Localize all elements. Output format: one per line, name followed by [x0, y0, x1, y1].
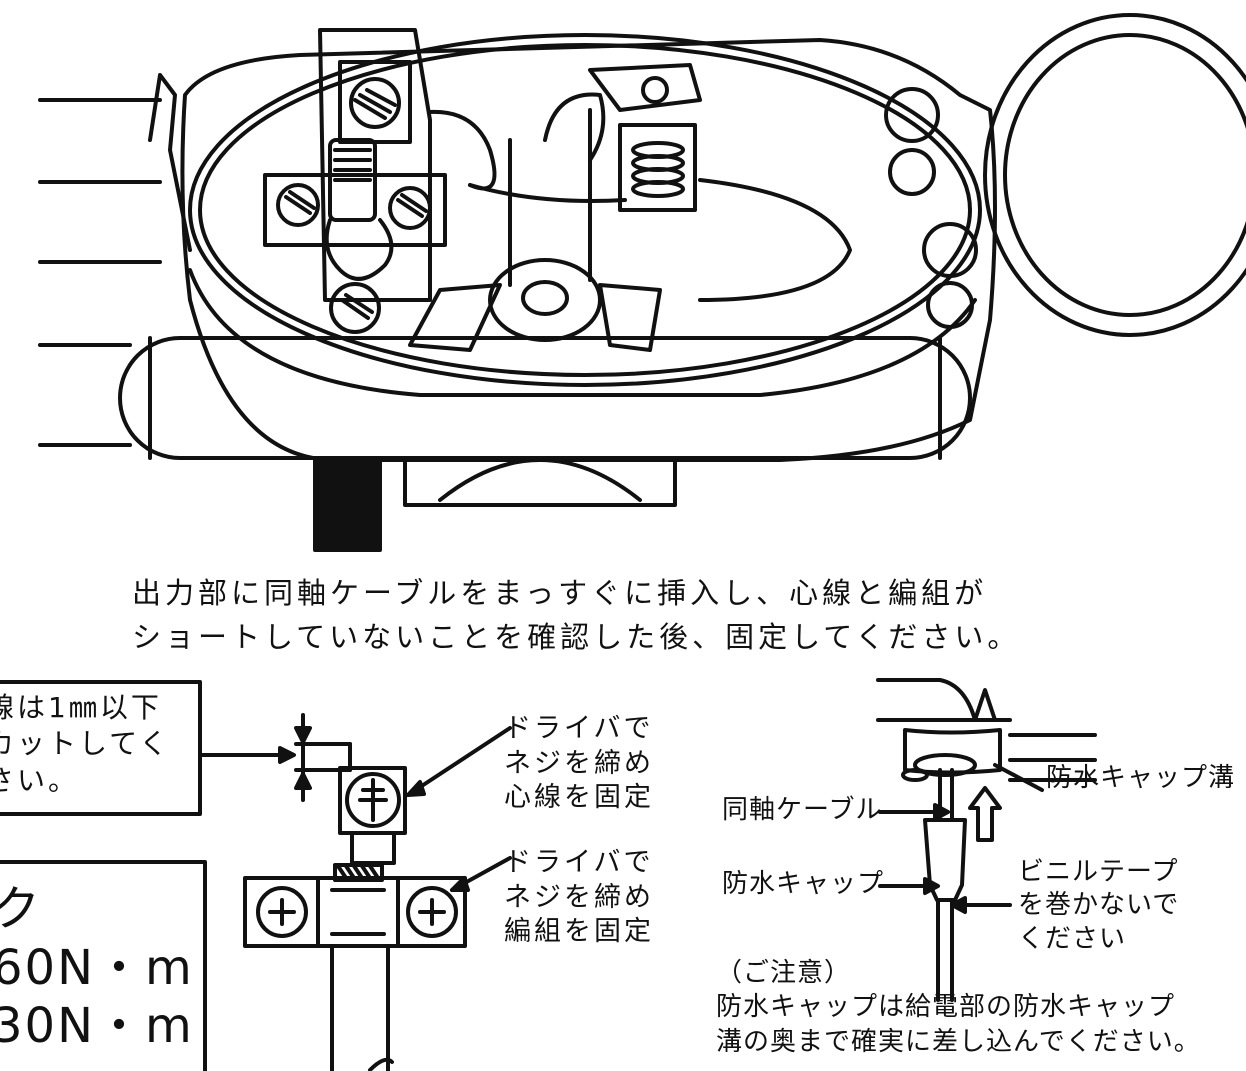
braid-clamp — [243, 863, 467, 1071]
torque-value-1: 60N・m — [0, 939, 194, 996]
housing-drawing — [38, 13, 1246, 552]
braid-fix-label: ドライバで ネジを締め 編組を固定 — [504, 847, 654, 948]
coax-cable-label: 同軸ケーブル — [722, 795, 883, 825]
torque-value-2: 30N・m — [0, 998, 194, 1055]
caution-heading: （ご注意） — [716, 958, 852, 988]
core-cut-note: 線は1㎜以下 カットしてく さい。 — [0, 691, 171, 797]
vinyl-tape-label: ビニルテープ を巻かないで ください — [1018, 857, 1180, 954]
core-length-dimension — [198, 713, 352, 802]
installation-caption: 出力部に同軸ケーブルをまっすぐに挿入し、心線と編組が ショートしていないことを確… — [132, 576, 1021, 654]
core-fix-label: ドライバで ネジを締め 心線を固定 — [504, 713, 654, 814]
core-terminal-block — [338, 766, 407, 865]
cap-groove-label: 防水キャップ溝 — [1046, 763, 1236, 793]
caution-note: （ご注意） 防水キャップは給電部の防水キャップ 溝の奥まで確実に差し込んでください… — [716, 956, 1201, 1059]
torque-title: ク — [0, 881, 43, 937]
core-cut-note-box — [0, 680, 202, 816]
waterproof-cap-label: 防水キャップ — [722, 869, 885, 899]
torque-box — [0, 860, 207, 1071]
waterproof-cap-drawing — [876, 678, 1097, 1002]
caution-text: 防水キャップは給電部の防水キャップ 溝の奥まで確実に差し込んでください。 — [716, 992, 1201, 1057]
